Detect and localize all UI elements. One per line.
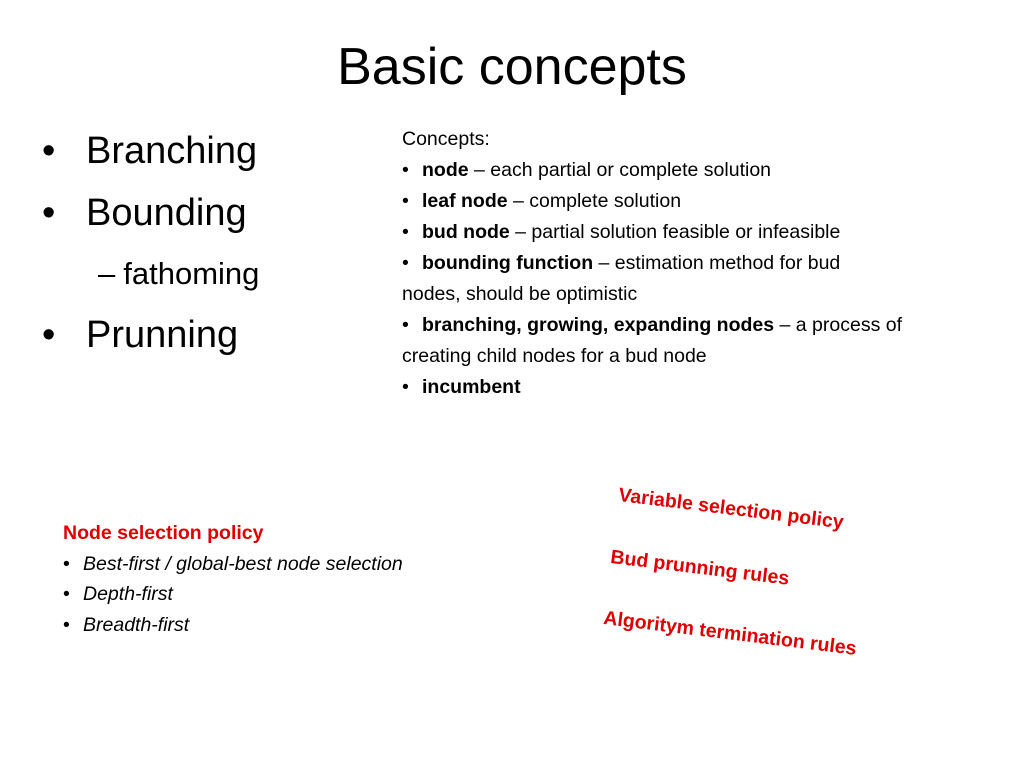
variable-selection-policy-label: Variable selection policy	[617, 484, 845, 534]
concepts-heading: Concepts:	[402, 128, 490, 150]
concept-incumbent: • incumbent	[402, 372, 992, 403]
concept-desc: – each partial or complete solution	[468, 159, 772, 181]
bullet-icon: •	[42, 192, 56, 234]
list-item-label: Branching	[86, 130, 258, 172]
bud-prunning-rules-label: Bud prunning rules	[609, 546, 791, 590]
concept-bounding-function-continued: nodes, should be optimistic	[402, 283, 638, 305]
concept-term: node	[422, 159, 469, 181]
termination-rules-label: Algoritym termination rules	[602, 607, 858, 660]
concept-node: • node – each partial or complete solutio…	[402, 155, 992, 186]
bullet-icon: •	[63, 583, 70, 605]
list-item-label: Prunning	[86, 314, 239, 356]
bullet-icon: •	[402, 252, 409, 274]
concept-desc: – a process of	[774, 314, 903, 336]
bullet-icon: •	[42, 130, 56, 172]
concept-term: incumbent	[422, 376, 521, 398]
sub-list-item-label: fathoming	[123, 256, 260, 291]
slide-title: Basic concepts	[337, 38, 687, 96]
bullet-icon: •	[402, 159, 409, 181]
dash-icon: –	[98, 256, 116, 291]
policy-item-label: Breadth-first	[83, 613, 190, 636]
policy-item: • Depth-first	[63, 579, 403, 610]
concept-desc: – estimation method for bud	[593, 252, 841, 274]
list-item-branching: • Branching	[42, 120, 259, 182]
bullet-icon: •	[42, 314, 56, 356]
list-item-bounding: • Bounding	[42, 182, 259, 244]
bullet-icon: •	[402, 314, 409, 336]
bullet-icon: •	[402, 376, 409, 398]
concept-branching: • branching, growing, expanding nodes – a…	[402, 310, 992, 341]
concept-term: leaf node	[422, 190, 508, 212]
concept-term: bounding function	[422, 252, 594, 274]
bullet-icon: •	[63, 552, 70, 575]
concept-leaf-node: • leaf node – complete solution	[402, 186, 992, 217]
policy-title: Node selection policy	[63, 522, 264, 544]
concepts-box: Concepts: • node – each partial or comple…	[402, 124, 992, 403]
policy-item: • Best-first / global-best node selectio…	[63, 549, 403, 580]
node-selection-policy: Node selection policy • Best-first / glo…	[63, 518, 403, 640]
concept-desc: – complete solution	[507, 190, 682, 212]
concept-term: branching, growing, expanding nodes	[422, 314, 775, 336]
concept-bounding-function: • bounding function – estimation method f…	[402, 248, 992, 279]
bullet-icon: •	[402, 190, 409, 212]
policy-item-label: Depth-first	[83, 583, 173, 605]
policy-item-label: Best-first / global-best node selection	[83, 552, 403, 575]
concept-bud-node: • bud node – partial solution feasible or…	[402, 217, 992, 248]
list-item-label: Bounding	[86, 192, 247, 234]
list-item-prunning: • Prunning	[42, 304, 259, 366]
main-bullet-list: • Branching • Bounding – fathoming • Pru…	[42, 120, 259, 366]
policy-item: • Breadth-first	[63, 610, 403, 641]
concept-branching-continued: creating child nodes for a bud node	[402, 345, 707, 367]
bullet-icon: •	[63, 613, 70, 636]
sub-list-item-fathoming: – fathoming	[98, 244, 259, 304]
concept-desc: – partial solution feasible or infeasibl…	[509, 221, 841, 243]
bullet-icon: •	[402, 221, 409, 243]
concept-term: bud node	[422, 221, 510, 243]
